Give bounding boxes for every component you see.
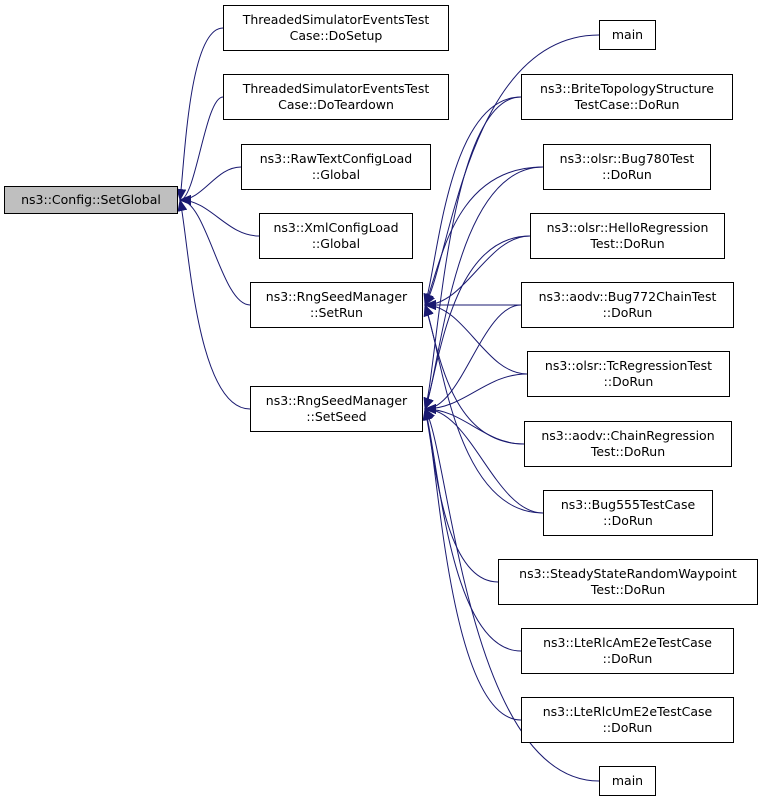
node-label-line: ::DoRun: [602, 651, 653, 666]
node-tcreg[interactable]: ns3::olsr::TcRegressionTest::DoRun: [527, 351, 730, 397]
node-label-line: ns3::aodv::ChainRegression: [541, 428, 715, 443]
edge-main2-to-setseed: [424, 408, 600, 782]
node-bug772[interactable]: ns3::aodv::Bug772ChainTest::DoRun: [521, 282, 734, 328]
node-label-line: ::DoRun: [602, 720, 653, 735]
node-label-line: TestCase::DoRun: [574, 97, 680, 112]
node-label-line: ns3::LteRlcAmE2eTestCase: [543, 635, 712, 650]
edge-xmlconfig-to-setglobal: [179, 195, 260, 237]
node-label-line: ::DoRun: [603, 513, 653, 528]
node-label-line: ::SetRun: [310, 305, 363, 320]
node-bug555[interactable]: ns3::Bug555TestCase::DoRun: [543, 490, 713, 536]
edge-chainreg-to-setseed: [424, 404, 525, 445]
edge-tcreg-to-setrun: [424, 300, 528, 375]
edge-main1-to-setrun: [424, 34, 600, 306]
node-label-line: ::DoRun: [602, 167, 652, 182]
node-label-line: ThreadedSimulatorEventsTest: [242, 12, 430, 27]
edge-tcreg-to-setseed: [424, 373, 528, 414]
edge-rawtext-to-setglobal: [179, 166, 242, 205]
edge-chainreg-to-setrun: [423, 304, 525, 445]
edge-bug780-to-setrun: [424, 166, 544, 306]
node-lteum[interactable]: ns3::LteRlcUmE2eTestCase::DoRun: [521, 697, 734, 743]
node-label-line: ns3::XmlConfigLoad: [273, 220, 399, 235]
node-label-line: ::SetSeed: [306, 409, 367, 424]
node-setrun[interactable]: ns3::RngSeedManager::SetRun: [250, 282, 423, 328]
edge-tse_setup-to-setglobal: [176, 27, 224, 201]
edge-bug772-to-setseed: [424, 304, 522, 414]
node-label-line: ns3::RawTextConfigLoad: [259, 151, 413, 166]
node-xmlconfig[interactable]: ns3::XmlConfigLoad::Global: [259, 213, 413, 259]
node-label-line: ::DoRun: [602, 305, 653, 320]
node-label-line: Test::DoRun: [590, 582, 666, 597]
node-label-line: ns3::LteRlcUmE2eTestCase: [542, 704, 713, 719]
node-bug780[interactable]: ns3::olsr::Bug780Test::DoRun: [543, 144, 711, 190]
node-setglobal: ns3::Config::SetGlobal: [4, 186, 178, 214]
edge-setseed-to-setglobal: [177, 199, 251, 410]
node-rawtext[interactable]: ns3::RawTextConfigLoad::Global: [241, 144, 431, 190]
node-label-line: ns3::RngSeedManager: [265, 289, 408, 304]
node-label-line: ns3::olsr::HelloRegression: [546, 220, 709, 235]
node-label-line: main: [611, 27, 644, 42]
node-setseed[interactable]: ns3::RngSeedManager::SetSeed: [250, 386, 423, 432]
edge-setrun-to-setglobal: [179, 195, 251, 306]
edge-bug555-to-setseed: [424, 404, 544, 514]
node-label-line: Case::DoTeardown: [278, 97, 394, 112]
edge-tse_teardown-to-setglobal: [179, 96, 224, 205]
edge-brite-to-setrun: [423, 96, 522, 306]
node-label-line: ::DoRun: [603, 374, 654, 389]
node-label-line: main: [611, 773, 644, 788]
edge-bug555-to-setrun: [424, 304, 544, 514]
edge-brite-to-setseed: [423, 96, 522, 410]
node-label-line: ::Global: [311, 236, 361, 251]
edge-lteam-to-setseed: [423, 408, 522, 652]
edge-steady-to-setseed: [422, 408, 499, 583]
node-label-line: Case::DoSetup: [289, 28, 383, 43]
node-label-line: ns3::Config::SetGlobal: [21, 192, 161, 207]
node-label-line: ns3::olsr::Bug780Test: [559, 151, 695, 166]
node-main2[interactable]: main: [599, 766, 656, 796]
edge-hello-to-setrun: [424, 235, 531, 310]
node-lteam[interactable]: ns3::LteRlcAmE2eTestCase::DoRun: [521, 628, 734, 674]
node-label-line: Test::DoRun: [590, 444, 666, 459]
node-label-line: ns3::Bug555TestCase: [560, 497, 696, 512]
node-label-line: ns3::aodv::Bug772ChainTest: [538, 289, 717, 304]
node-label-line: ns3::olsr::TcRegressionTest: [544, 358, 713, 373]
edge-lteum-to-setseed: [423, 408, 522, 721]
node-label-line: Test::DoRun: [590, 236, 665, 251]
edge-hello-to-setseed: [423, 235, 531, 410]
node-label-line: ThreadedSimulatorEventsTest: [242, 81, 430, 96]
node-main1[interactable]: main: [599, 20, 656, 50]
node-label-line: ::Global: [311, 167, 361, 182]
node-label-line: ns3::SteadyStateRandomWaypoint: [519, 566, 737, 581]
node-label-line: ns3::BriteTopologyStructure: [540, 81, 714, 96]
node-label-line: ns3::RngSeedManager: [265, 393, 408, 408]
